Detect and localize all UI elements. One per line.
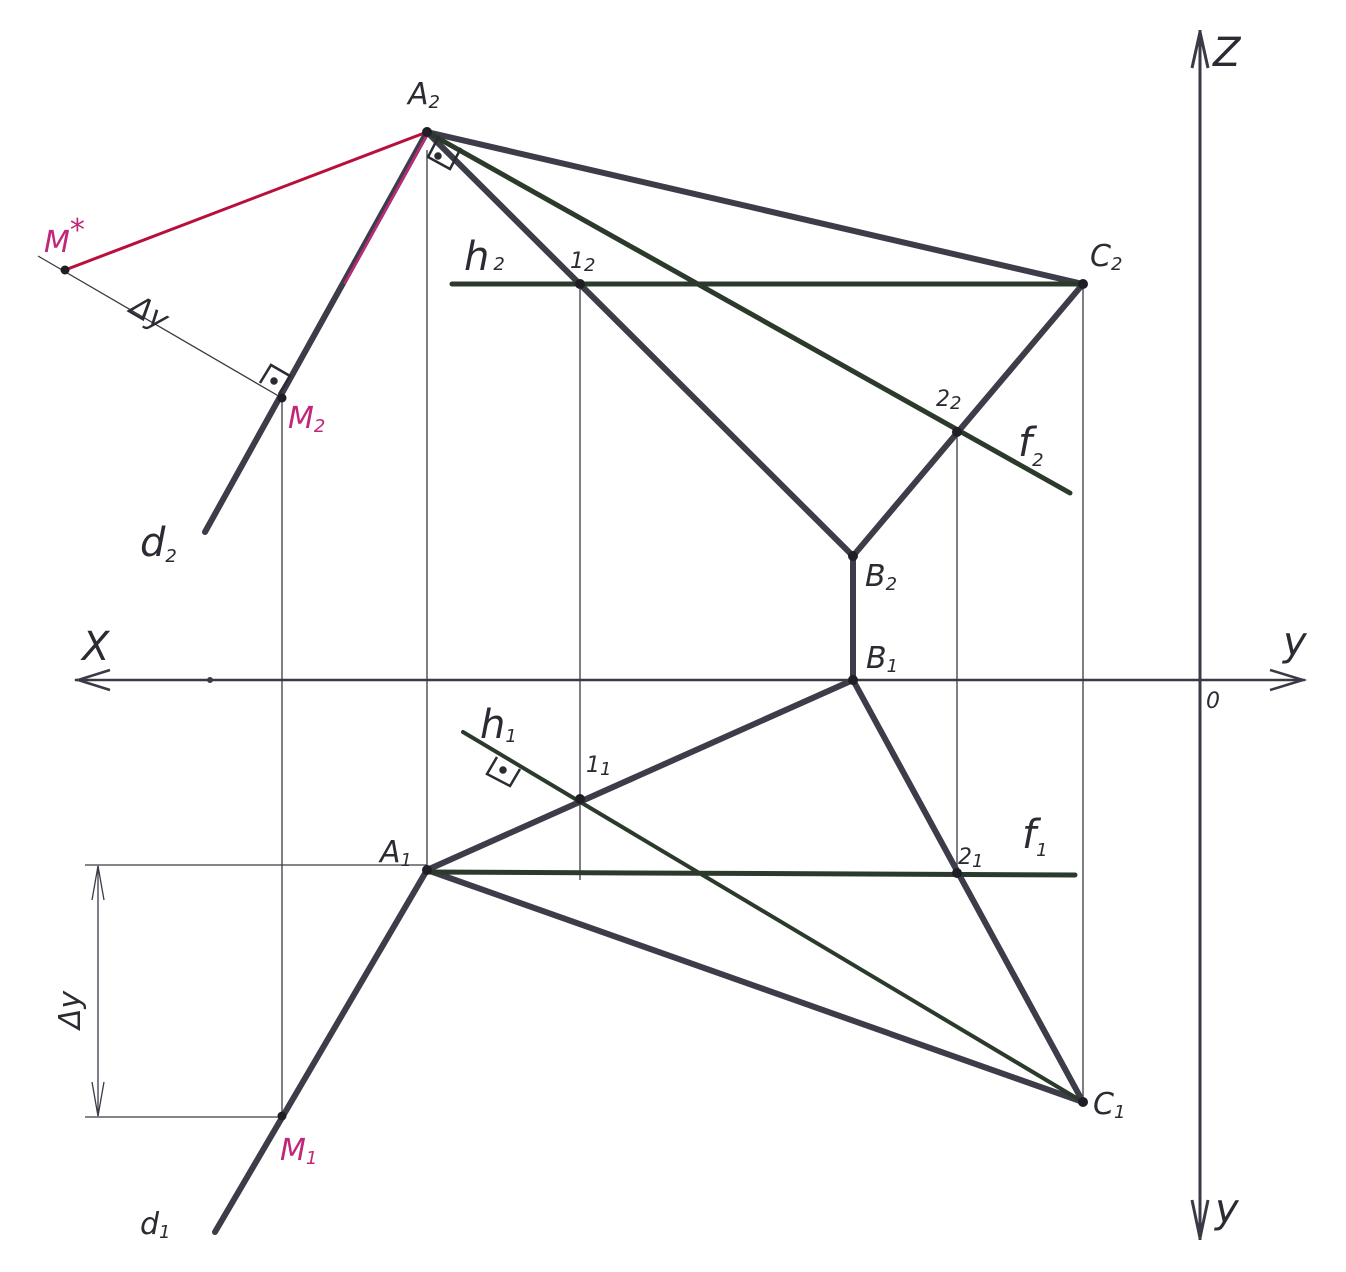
dot-22 [952,427,962,437]
projection-lines [37,150,1084,1118]
label-x-axis: X [80,624,111,670]
line-f1 [424,869,1078,878]
z-axis-arrow [1190,31,1210,69]
label-d1: d1 [140,1207,171,1243]
dot-12 [575,279,585,289]
line-h1 [461,730,1085,1104]
dot-mstar [60,265,70,275]
right-angle-m2-dot [270,377,278,385]
dot-21 [952,868,962,878]
right-angle-h1-dot [499,766,507,774]
y-axis-arrow-right [1269,668,1308,692]
line-d2 [202,129,430,535]
dot-11 [575,794,585,804]
label-h1: h1 [480,702,517,748]
edge-a1-b1 [424,677,856,873]
dot-m2 [277,393,287,403]
dimension-labels: Δy Δy [53,288,176,1032]
dot-b2 [848,551,858,561]
label-y-axis-right: y [1282,619,1308,665]
triangle-frontal [424,129,1086,683]
dot-c2 [1078,279,1088,289]
line-d1 [212,867,430,1235]
triangle-horizontal [424,677,1086,1105]
delta-y-arrow-bottom [91,1081,105,1117]
label-m1: M1 [280,1133,317,1169]
label-b2: B2 [865,559,897,595]
right-angle-h1 [485,756,522,788]
dot-b1 [848,675,858,685]
label-2-2: 22 [936,387,961,414]
dot-a1 [422,865,432,875]
dot-a2 [422,127,432,137]
label-2-1: 21 [958,845,983,872]
edge-b1-c1 [850,677,1086,1105]
label-1-2: 12 [570,249,595,276]
line-f2 [424,129,1073,496]
point-labels: A2 C2 B2 B1 A1 C1 12 11 22 21 M2 M1 M* [44,77,1125,1169]
true-length-construction [63,130,429,285]
edge-a1-c1 [424,867,1086,1105]
m-perpendicular-line [37,255,283,399]
axes [73,30,1308,1240]
dot-m1 [277,1111,287,1121]
label-a2: A2 [406,77,440,113]
label-delta-y-left: Δy [53,990,88,1032]
edge-a2-c2 [424,129,1086,287]
edge-c2-b2 [850,281,1086,559]
right-angle-markers [258,135,522,788]
label-a1: A1 [378,835,412,871]
axis-labels: X y Z y 0 [80,30,1308,1232]
label-mstar: M* [44,213,85,260]
right-angle-a2-dot [434,152,442,160]
label-m2: M2 [288,401,325,437]
right-angle-m2 [258,363,292,395]
x-axis-tick [207,677,213,683]
x-axis-arrow [73,668,111,692]
dot-c1 [1078,1097,1088,1107]
delta-y-arrow-top [91,865,105,901]
true-length-line [63,130,429,272]
label-f2: f2 [1018,420,1044,471]
label-c1: C1 [1093,1087,1125,1123]
edge-a2-b2 [424,129,856,559]
label-z-axis: Z [1212,30,1242,76]
y-axis-arrow-bottom [1190,1199,1210,1239]
perpendicular-d [202,129,430,1235]
label-d2: d2 [140,520,177,567]
label-f1: f1 [1022,812,1048,861]
label-y-axis-bottom: y [1214,1186,1240,1232]
right-angle-a2 [426,135,463,171]
point-dots [60,127,1088,1121]
label-b1: B1 [866,641,898,677]
label-origin: 0 [1206,689,1220,714]
pink-segment-a2-m2 [343,133,429,285]
level-lines [424,129,1086,1104]
label-1-1: 11 [586,753,611,780]
label-c2: C2 [1090,239,1122,275]
